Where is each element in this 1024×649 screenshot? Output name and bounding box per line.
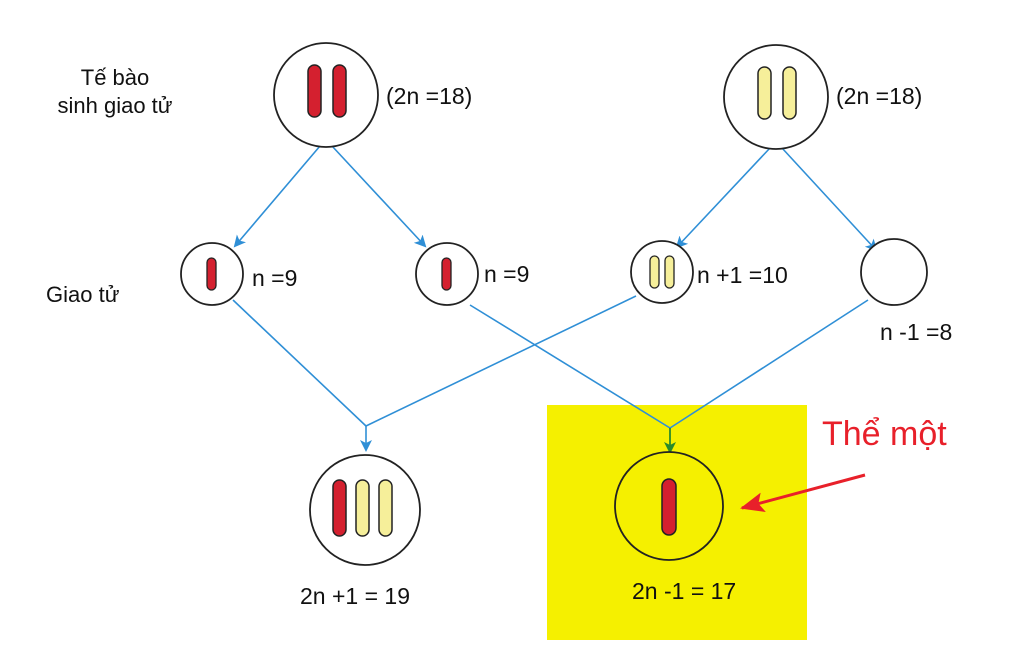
callout-arrow [740,473,866,512]
chromosome [332,479,347,537]
arrow-parent1-gamete2 [331,145,427,248]
parent-2-label: (2n =18) [836,83,923,109]
chromosome [378,479,393,537]
chromosome [206,257,217,291]
gamete-row-label: Giao tử [46,282,120,307]
parent-cell-1 [273,42,379,148]
line-gamete3-merge [365,295,637,427]
line-gamete2-merge [469,304,671,429]
chromosome [441,257,452,291]
offspring-1-label: 2n +1 = 19 [300,583,410,609]
arrow-parent2-gamete4 [781,147,878,252]
chromosome [355,479,370,537]
chromosome [332,64,347,118]
line-gamete4-merge [669,299,869,429]
parent-row-label-line1: Tế bào [80,65,150,90]
chromosome [661,478,677,536]
gamete-cell-3 [630,240,694,304]
parent-row-label: Tế bào sinh giao tử [40,64,190,120]
gamete-3-label: n +1 =10 [697,262,788,288]
chromosome [664,255,675,289]
parent-row-label-line2: sinh giao tử [57,93,173,118]
arrow-parent2-gamete3 [675,147,771,249]
chromosome [307,64,322,118]
arrow-parent1-gamete1 [233,145,321,248]
chromosome [757,66,772,120]
parent-cell-2 [723,44,829,150]
gamete-1-label: n =9 [252,265,298,291]
line-gamete1-merge [232,299,367,427]
gamete-4-label: n -1 =8 [880,319,953,345]
offspring-2-label: 2n -1 = 17 [632,578,737,604]
chromosome [782,66,797,120]
gamete-2-label: n =9 [484,261,530,287]
parent-1-label: (2n =18) [386,83,473,109]
gamete-cell-4 [860,238,928,306]
chromosome [649,255,660,289]
callout-label: Thể một [822,415,947,453]
